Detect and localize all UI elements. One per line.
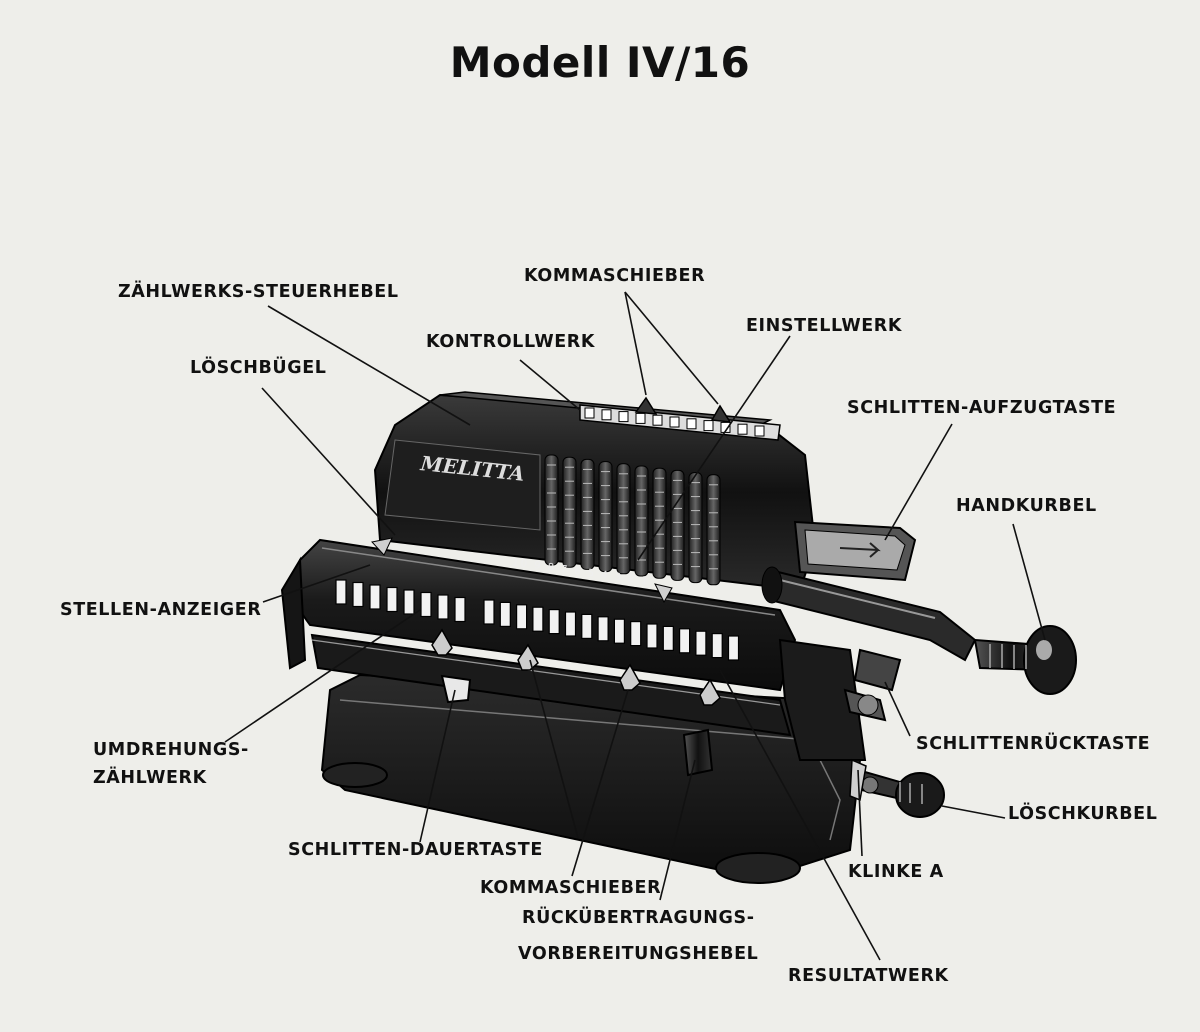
label-kontrollwerk: KONTROLLWERK <box>426 332 596 352</box>
result-window <box>727 635 740 661</box>
hand-crank <box>761 566 1077 695</box>
control-window <box>635 412 646 424</box>
setting-drum <box>562 456 577 568</box>
revolution-window <box>454 596 466 623</box>
leader-stellen-anzeiger <box>262 564 371 603</box>
leader-einstellwerk <box>637 335 791 561</box>
result-window <box>548 608 560 635</box>
leader-umdrehungs-zaehlwerk <box>224 609 421 743</box>
leader-handkurbel <box>1012 523 1046 641</box>
label-zaehlwerk: ZÄHLWERK <box>93 768 207 788</box>
leader-zaehlwerks-steuerhebel <box>267 305 471 426</box>
result-window <box>515 604 528 630</box>
control-window <box>601 409 612 421</box>
result-register-windows <box>483 599 740 661</box>
label-resultatwerk: RESULTATWERK <box>788 966 949 986</box>
decimal-slider-bottom <box>619 663 641 691</box>
revolution-window <box>335 579 347 605</box>
result-window <box>662 625 674 652</box>
label-umdrehungs: UMDREHUNGS- <box>93 740 249 760</box>
control-window <box>652 414 663 426</box>
label-einstellwerk: EINSTELLWERK <box>746 316 903 336</box>
carriage-return-key <box>853 648 902 692</box>
carriage-continuous-key <box>440 674 472 704</box>
decimal-slider-top-2 <box>710 404 732 423</box>
control-window <box>669 416 680 428</box>
reverse-transfer-lever <box>682 728 714 777</box>
leader-schlitten-dauertaste <box>419 689 456 843</box>
revolution-window <box>403 589 415 615</box>
leader-kommaschieber-bottom-1 <box>529 659 579 839</box>
revolution-window <box>437 594 449 620</box>
leader-loeschbuegel <box>261 387 396 536</box>
result-window <box>581 613 593 640</box>
control-window <box>703 420 714 432</box>
label-kommaschieber-top: KOMMASCHIEBER <box>524 266 706 286</box>
control-register <box>579 396 781 441</box>
leader-schlitten-aufzugtaste <box>884 423 953 541</box>
setting-drum <box>652 467 667 579</box>
leader-lines <box>224 291 1046 961</box>
carriage-end-right <box>778 638 867 761</box>
setting-drum <box>634 465 649 577</box>
label-zaehlwerks-steuerhebel: ZÄHLWERKS-STEUERHEBEL <box>118 282 399 302</box>
revolution-window <box>386 586 398 613</box>
control-window <box>754 425 765 437</box>
label-loeschkurbel: LÖSCHKURBEL <box>1008 804 1158 824</box>
control-window <box>584 407 595 419</box>
position-indicator-arrow <box>371 537 393 556</box>
upper-housing <box>373 391 817 592</box>
label-schlitten-aufzugtaste: SCHLITTEN-AUFZUGTASTE <box>847 398 1117 418</box>
label-loeschbuegel: LÖSCHBÜGEL <box>190 358 327 378</box>
revolution-window <box>352 581 364 608</box>
label-klinke-a: KLINKE A <box>848 862 944 882</box>
leader-kommaschieber-2 <box>624 291 719 405</box>
label-kommaschieber-bottom: KOMMASCHIEBER <box>480 878 662 898</box>
revolution-window <box>420 591 432 618</box>
control-window <box>686 418 697 430</box>
decimal-slider-top-1 <box>634 396 658 415</box>
control-window <box>618 411 629 423</box>
setting-drum <box>706 474 721 586</box>
revolution-counter-windows <box>335 579 466 623</box>
control-window <box>737 423 748 435</box>
leader-loeschkurbel <box>941 805 1006 819</box>
leader-kontrollwerk <box>519 359 581 411</box>
result-window <box>630 620 642 647</box>
result-window <box>613 618 626 644</box>
setting-drum <box>616 463 631 575</box>
label-handkurbel: HANDKURBEL <box>956 496 1097 516</box>
result-window <box>483 599 495 625</box>
leader-kommaschieber-bottom-2 <box>571 689 629 877</box>
foot-left <box>322 762 388 788</box>
setting-drum <box>580 458 595 570</box>
carriage-end-left <box>280 556 307 670</box>
result-window <box>678 628 691 654</box>
revolution-window <box>369 584 381 610</box>
leader-schlittenruecktaste <box>884 681 911 737</box>
result-window <box>564 611 577 637</box>
setting-drum <box>544 454 559 566</box>
label-vorbereitungshebel: VORBEREITUNGSHEBEL <box>518 944 759 964</box>
leader-resultatwerk <box>719 669 881 961</box>
result-window <box>499 601 511 628</box>
foot-right <box>715 852 801 884</box>
label-rueckuebertragungs: RÜCKÜBERTRAGUNGS- <box>522 908 755 928</box>
leader-klinke-a <box>857 769 863 857</box>
page-title: Modell IV/16 <box>449 38 751 87</box>
label-stellen-anzeiger: STELLEN-ANZEIGER <box>60 600 262 620</box>
setting-drum <box>688 472 703 584</box>
label-schlittenruecktaste: SCHLITTENRÜCKTASTE <box>916 734 1151 754</box>
result-window <box>711 632 723 659</box>
result-window <box>695 630 707 656</box>
leader-kommaschieber-1 <box>624 291 647 396</box>
result-window <box>646 623 658 649</box>
result-window <box>597 616 609 642</box>
leader-rueckuebertragung <box>659 759 696 901</box>
setting-drum <box>598 461 613 573</box>
label-schlitten-dauertaste: SCHLITTEN-DAUERTASTE <box>288 840 543 860</box>
result-window <box>532 606 544 632</box>
